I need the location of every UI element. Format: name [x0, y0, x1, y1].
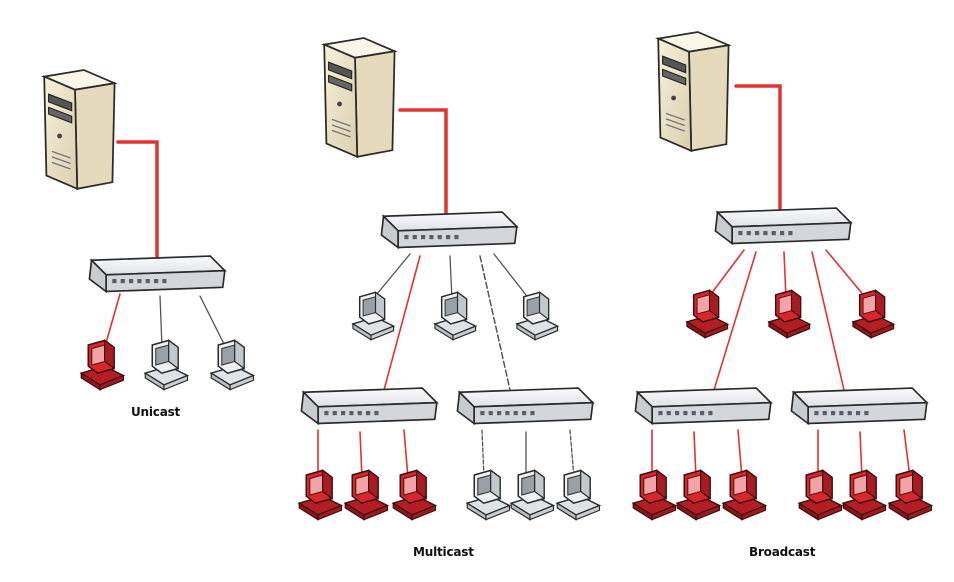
multicast-idle-computer-icon-6: [556, 469, 601, 521]
multicast-idle-computer-icon-5: [510, 469, 555, 521]
multicast-link-left-2: [359, 431, 363, 479]
multicast-idle-computer-icon-4: [466, 469, 511, 521]
broadcast-receiver-computer-icon-8: [842, 469, 887, 521]
broadcast-caption: Broadcast: [749, 545, 816, 559]
multicast-left-switch-icon: [300, 387, 438, 425]
broadcast-receiver-computer-icon-2: [768, 289, 811, 339]
multicast-server-link: [398, 108, 448, 216]
broadcast-link-left-3: [737, 429, 743, 479]
broadcast-main-switch-icon: [714, 207, 852, 245]
broadcast-receiver-computer-icon-1: [686, 289, 729, 339]
broadcast-receiver-computer-icon-9: [888, 469, 933, 521]
multicast-link-idle-3: [493, 253, 531, 301]
multicast-idle-computer-icon-2: [434, 291, 477, 341]
broadcast-link-left-2: [693, 431, 697, 479]
broadcast-right-switch-icon: [790, 387, 928, 425]
multicast-links: [317, 108, 575, 479]
broadcast-link-top-1: [707, 249, 745, 299]
multicast-link-idle-2: [449, 255, 453, 301]
multicast-receiver-computer-icon-2: [344, 469, 389, 521]
broadcast-receiver-computer-icon-5: [676, 469, 721, 521]
broadcast-link-right-2: [859, 431, 863, 479]
multicast-main-switch-icon: [380, 211, 518, 249]
unicast-links: [103, 140, 227, 351]
multicast-link-left-3: [403, 429, 409, 479]
unicast-link-idle-2: [199, 295, 227, 349]
multicast-server-icon: [323, 37, 396, 158]
unicast-switch-icon: [88, 255, 226, 293]
multicast-link-subswitch-left: [383, 255, 421, 391]
broadcast-link-top-3: [825, 249, 867, 299]
unicast-link-receiver: [103, 293, 121, 351]
broadcast-link-right-3: [903, 429, 911, 479]
multicast-link-idle-1: [371, 253, 411, 301]
broadcast-links: [651, 84, 911, 479]
broadcast-receiver-computer-icon-3: [852, 289, 895, 339]
unicast-link-idle-1: [159, 295, 163, 349]
unicast-receiver-computer-icon: [80, 339, 125, 391]
broadcast-link-subswitch-left: [713, 251, 757, 391]
multicast-idle-computer-icon-3: [516, 291, 559, 341]
multicast-receiver-computer-icon-1: [298, 469, 343, 521]
unicast-section: [43, 69, 255, 391]
unicast-idle-computer-icon-2: [210, 339, 255, 391]
multicast-link-right-3: [569, 429, 575, 479]
broadcast-receiver-computer-icon-4: [632, 469, 677, 521]
multicast-right-switch-icon: [456, 387, 594, 425]
multicast-link-right-1: [481, 429, 485, 479]
multicast-receiver-computer-icon-3: [392, 469, 437, 521]
broadcast-receiver-computer-icon-7: [798, 469, 843, 521]
multicast-caption: Multicast: [413, 545, 474, 559]
broadcast-link-top-2: [783, 251, 787, 299]
unicast-server-icon: [43, 69, 116, 190]
unicast-server-link: [116, 140, 159, 258]
broadcast-left-switch-icon: [634, 387, 772, 425]
broadcast-receiver-computer-icon-6: [722, 469, 767, 521]
multicast-idle-computer-icon-1: [352, 291, 395, 341]
multicast-link-subswitch-right: [479, 255, 511, 391]
broadcast-server-icon: [657, 31, 730, 152]
unicast-idle-computer-icon-1: [144, 339, 189, 391]
broadcast-link-subswitch-right: [811, 251, 845, 391]
unicast-caption: Unicast: [131, 405, 181, 419]
broadcast-section: [632, 31, 933, 521]
broadcast-server-link: [734, 84, 782, 212]
multicast-section: [298, 37, 601, 521]
